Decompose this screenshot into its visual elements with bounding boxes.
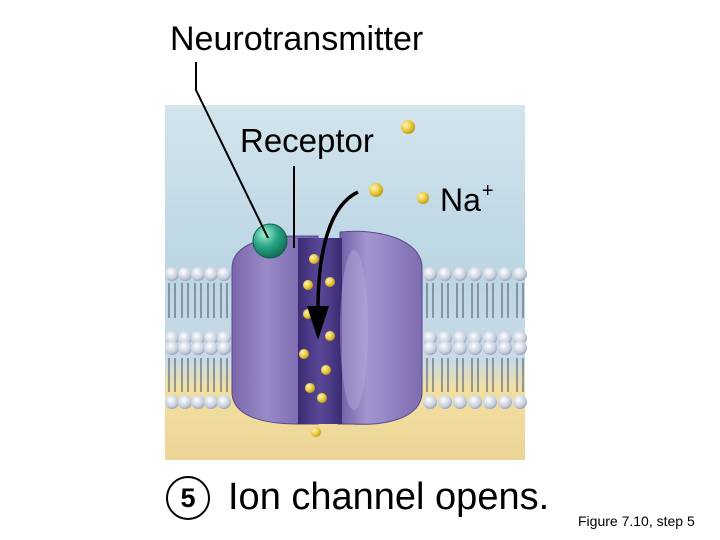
lipid-head [483, 331, 497, 345]
lipid-head [468, 267, 482, 281]
lipid-head [483, 341, 497, 355]
lipid-head [438, 331, 452, 345]
lipid-head [513, 395, 527, 409]
lipid-head [204, 395, 218, 409]
lipid-head [423, 395, 437, 409]
sodium-ion [417, 192, 429, 204]
sodium-ion [325, 331, 335, 341]
step-caption: Ion channel opens. [228, 476, 550, 518]
channel-protein [231, 230, 423, 425]
lipid-head [191, 331, 205, 345]
sodium-ions [299, 120, 429, 437]
lipid-head [423, 331, 437, 345]
lipid-head [178, 331, 192, 345]
leader-lines [195, 62, 295, 248]
ion-flow-arrow [307, 190, 359, 340]
sodium-ion [317, 393, 327, 403]
neurotransmitter-label: Neurotransmitter [170, 20, 424, 58]
lipid-head [513, 341, 527, 355]
lipid-head [423, 341, 437, 355]
lipid-head [468, 331, 482, 345]
lipid-head [191, 267, 205, 281]
sodium-ion [303, 280, 313, 290]
lipid-head [453, 267, 467, 281]
lipid-head [217, 341, 231, 355]
lipid-head [453, 331, 467, 345]
lipid-head [165, 267, 179, 281]
lipid-head [217, 395, 231, 409]
lipid-head [165, 341, 179, 355]
lipid-head [498, 341, 512, 355]
lipid-head [513, 331, 527, 345]
lipid-head [178, 395, 192, 409]
sodium-ion [321, 365, 331, 375]
lipid-head [165, 331, 179, 345]
lipid-head [453, 341, 467, 355]
lipid-head [498, 267, 512, 281]
lipid-head [204, 267, 218, 281]
lipid-head [178, 341, 192, 355]
lipid-head [468, 395, 482, 409]
sodium-ion [401, 120, 415, 134]
lipid-head [453, 395, 467, 409]
sodium-ion [369, 183, 383, 197]
lipid-head [165, 395, 179, 409]
lipid-head [178, 267, 192, 281]
sodium-ion-label: Na+ [440, 180, 494, 219]
lipid-head [438, 395, 452, 409]
lipid-head [217, 331, 231, 345]
step-number-badge: 5 [166, 476, 210, 520]
lipid-head [204, 331, 218, 345]
figure-reference: Figure 7.10, step 5 [578, 513, 695, 529]
receptor-label: Receptor [240, 122, 374, 159]
lipid-head [191, 341, 205, 355]
sodium-ion [325, 277, 335, 287]
sodium-ion [309, 254, 319, 264]
lipid-head [438, 341, 452, 355]
protein-right-subunit [337, 230, 423, 425]
lipid-bilayer [165, 267, 527, 409]
lipid-head [513, 267, 527, 281]
ion-symbol: Na [440, 182, 481, 218]
sodium-ion [299, 349, 309, 359]
lipid-head [498, 331, 512, 345]
neurotransmitter-leader-line [195, 62, 269, 239]
lipid-head [438, 267, 452, 281]
lipid-head [204, 341, 218, 355]
ion-charge: + [481, 180, 494, 202]
lipid-head [498, 395, 512, 409]
lipid-head [423, 267, 437, 281]
sodium-ion [305, 383, 315, 393]
neurotransmitter-molecule [252, 223, 288, 259]
lipid-head [483, 395, 497, 409]
lipid-head [217, 267, 231, 281]
lipid-head [483, 267, 497, 281]
lipid-head [191, 395, 205, 409]
sodium-ion [311, 427, 321, 437]
lipid-head [468, 341, 482, 355]
